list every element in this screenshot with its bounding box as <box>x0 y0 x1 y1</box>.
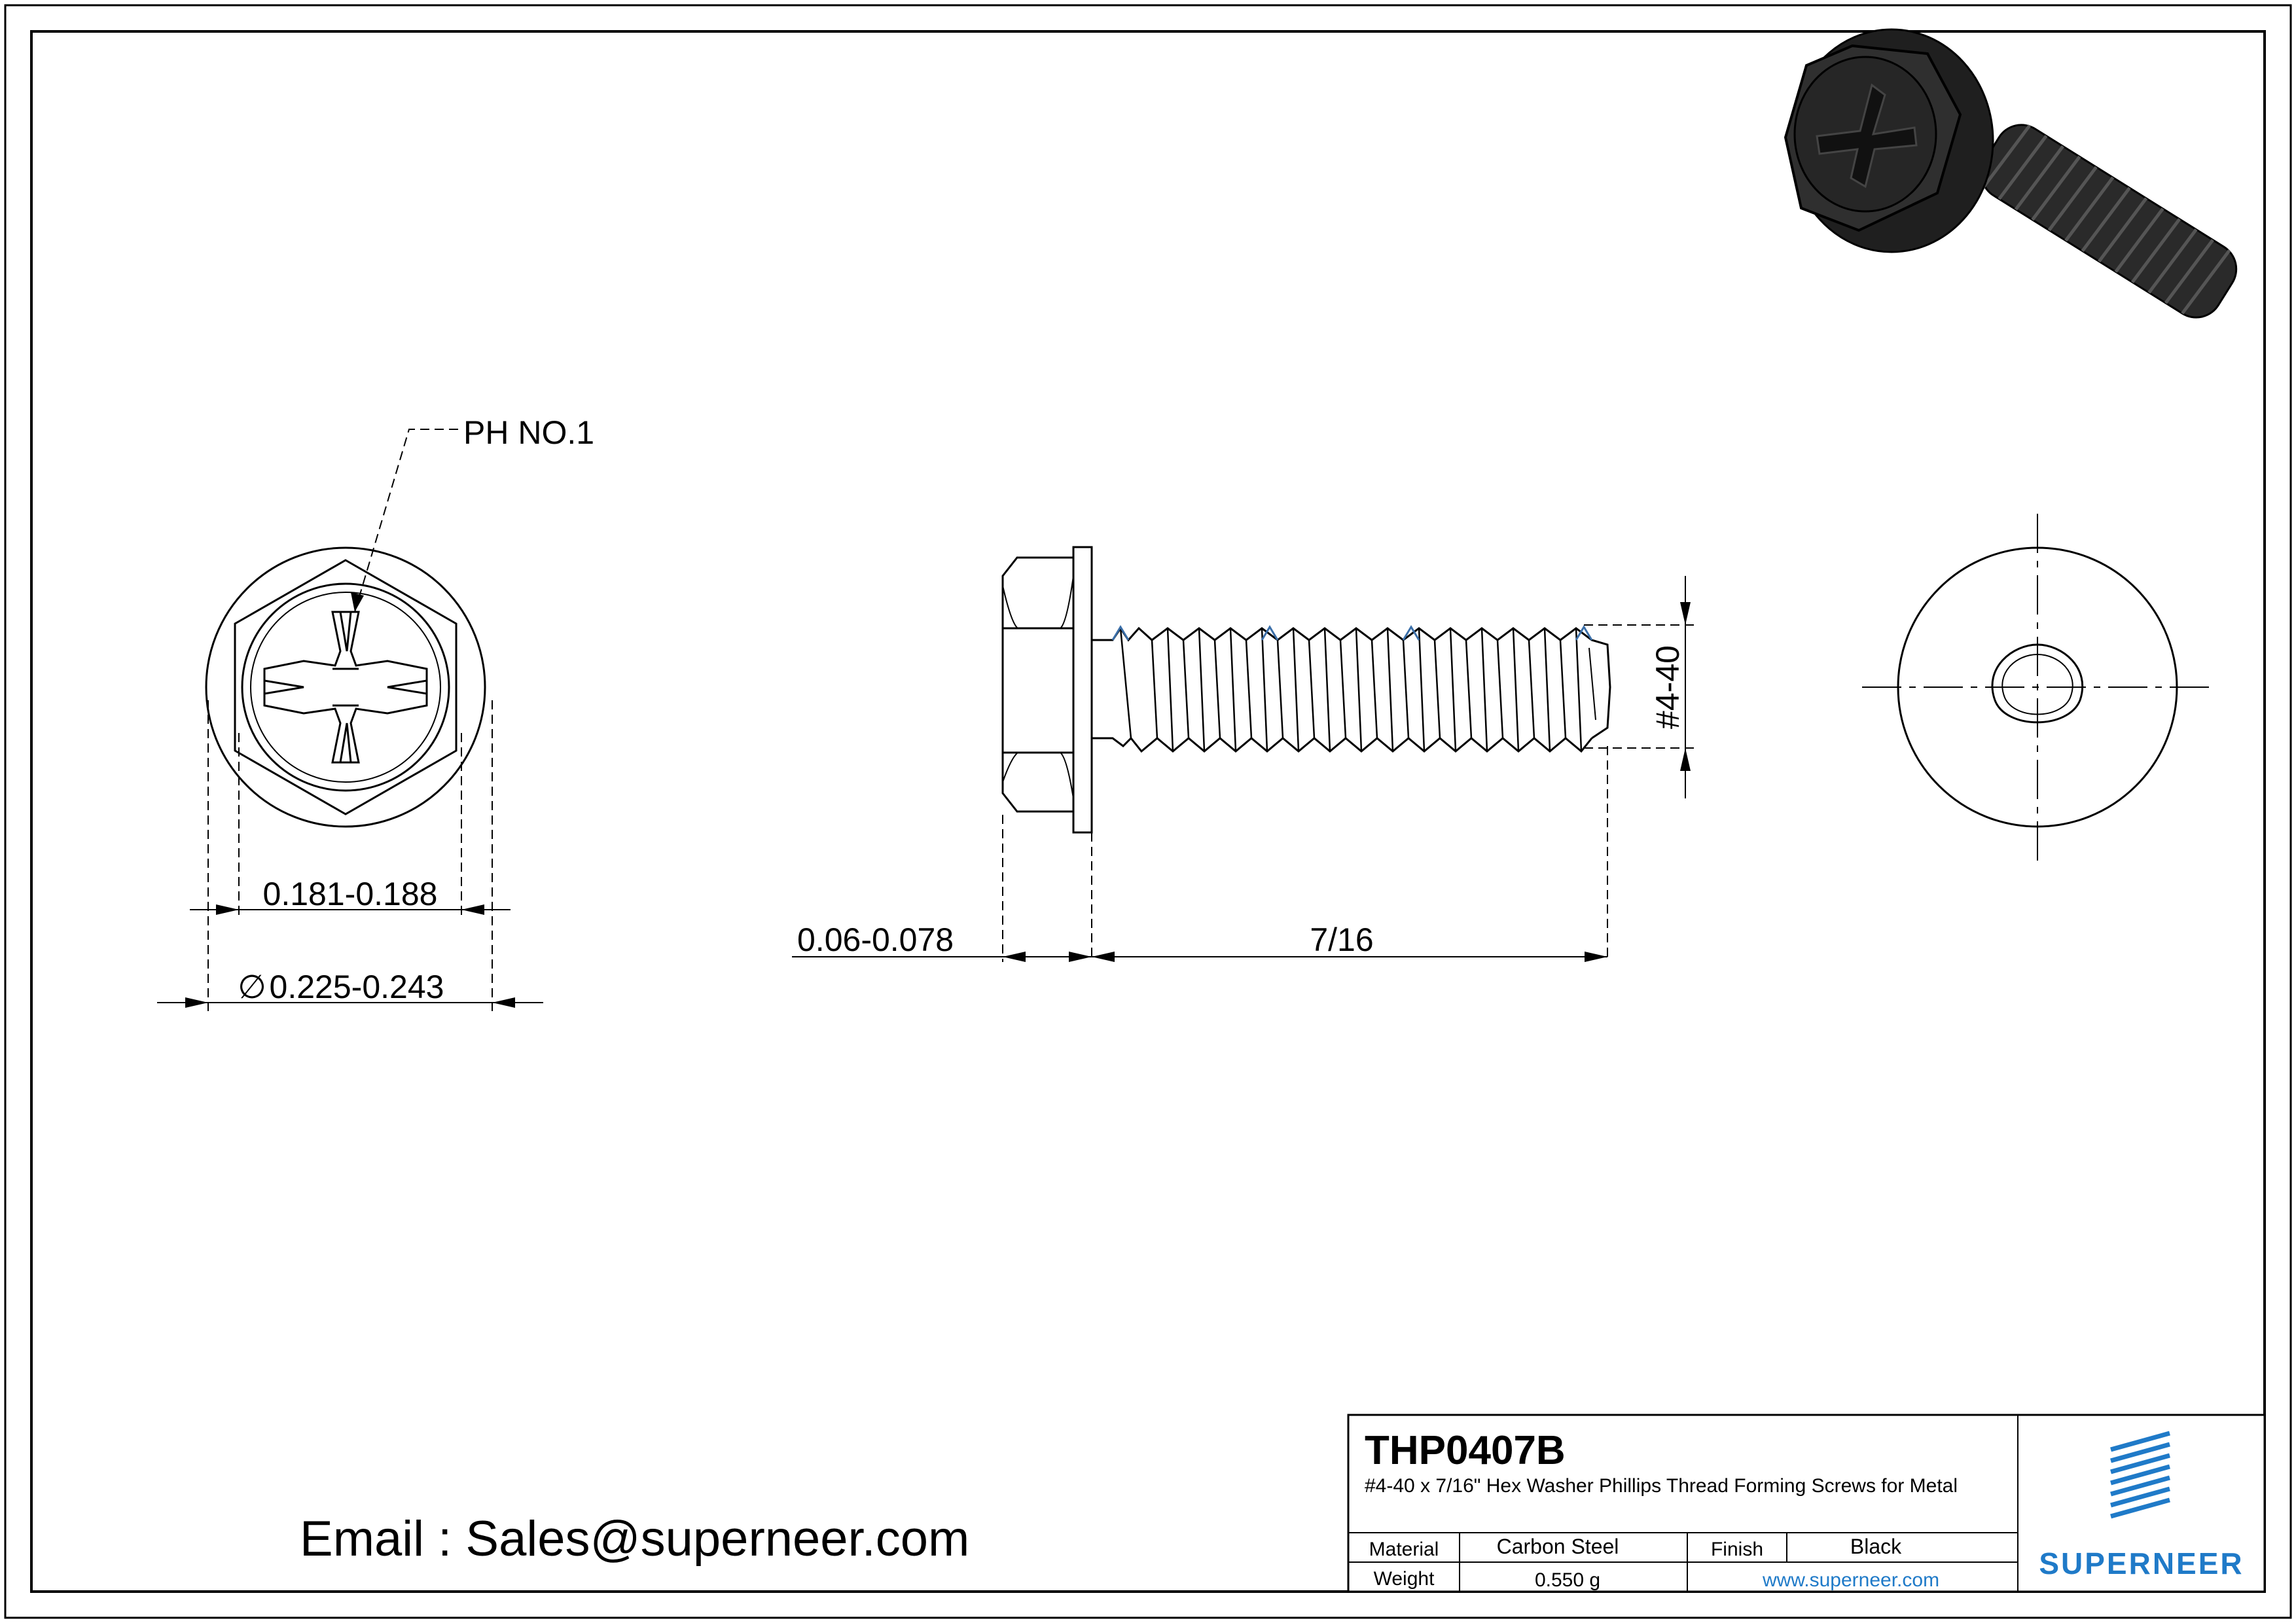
wd-arrow-right <box>492 997 515 1008</box>
thread-body <box>1092 626 1611 753</box>
weight-value: 0.550 g <box>1535 1569 1600 1591</box>
head-inner-circle <box>250 592 441 783</box>
phillips-recess-icon <box>263 611 428 764</box>
trilobe-inner <box>2001 653 2073 715</box>
trilobe-outer <box>1991 643 2084 724</box>
hex-flat-bottom-curve <box>1002 752 1074 799</box>
drive-label: PH NO.1 <box>463 414 594 451</box>
washer-thickness-label: 0.06-0.078 <box>797 921 954 958</box>
len-arrow-right <box>1585 952 1607 962</box>
washer-outline <box>205 546 486 828</box>
drive-leader-arrow <box>351 592 364 612</box>
hex-flat-top-curve <box>1002 575 1074 629</box>
thread-size-label: #4-40 <box>1649 645 1686 729</box>
wt-arrow-left <box>1003 952 1026 962</box>
side-view: #4-40 0.06-0.078 7/16 <box>792 546 1698 962</box>
finish-label: Finish <box>1711 1539 1763 1560</box>
diameter-symbol: ∅ <box>238 969 266 1005</box>
screw-3d-render <box>1784 28 2238 319</box>
website-link[interactable]: www.superneer.com <box>1762 1569 1939 1591</box>
end-view <box>1862 514 2215 864</box>
part-number: THP0407B <box>1365 1428 1566 1473</box>
thread-helix-lines <box>1119 628 1583 752</box>
material-value: Carbon Steel <box>1497 1535 1619 1558</box>
phillips-3d-icon <box>1816 83 1918 188</box>
wd-arrow-left <box>185 997 208 1008</box>
hex-head-side <box>1001 556 1073 813</box>
thread-3d <box>1980 124 2238 319</box>
thread-arrow-top <box>1680 602 1691 625</box>
thread-point <box>1588 647 1596 721</box>
finish-value: Black <box>1850 1535 1902 1558</box>
washer-side <box>1072 546 1093 834</box>
len-arrow-left <box>1092 952 1115 962</box>
drive-leader-line <box>354 429 458 613</box>
hex-outline <box>234 559 457 815</box>
material-label: Material <box>1369 1539 1439 1560</box>
outer-border <box>4 4 2292 1619</box>
brand-name: SUPERNEER <box>2039 1546 2244 1580</box>
head-outer-circle <box>241 582 450 792</box>
inner-border <box>30 30 2266 1593</box>
superneer-logo-icon <box>2110 1431 2170 1519</box>
af-arrow-left <box>216 904 239 915</box>
washer-diameter-label: 0.225-0.243 <box>270 969 444 1005</box>
thread-arrow-bottom <box>1680 748 1691 771</box>
thread-tip-marks <box>1111 625 1593 641</box>
hex-across-flats-label: 0.181-0.188 <box>263 876 438 912</box>
wt-arrow-right <box>1069 952 1092 962</box>
af-arrow-right <box>461 904 484 915</box>
length-label: 7/16 <box>1310 921 1373 958</box>
front-view: PH NO.1 0.181-0.188 ∅ 0.225-0.243 <box>157 414 594 1011</box>
part-description: #4-40 x 7/16" Hex Washer Phillips Thread… <box>1365 1475 1958 1497</box>
title-block: THP0407B #4-40 x 7/16" Hex Washer Philli… <box>1347 1414 2266 1593</box>
contact-email: Email : Sales@superneer.com <box>300 1511 969 1567</box>
weight-label: Weight <box>1374 1568 1435 1590</box>
